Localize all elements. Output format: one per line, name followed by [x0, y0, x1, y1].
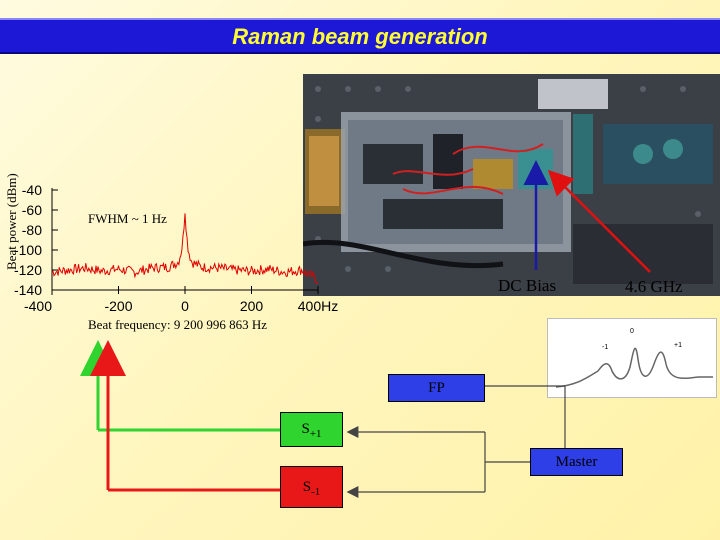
master-box: Master: [530, 448, 623, 476]
fp-peak-label-plus: +1: [674, 342, 682, 349]
x-tick-label: 200: [240, 298, 264, 314]
y-tick-label: -100: [14, 242, 42, 258]
x-tick-label: 0: [181, 298, 189, 314]
dc-bias-label: DC Bias: [498, 276, 557, 295]
fp-transmission-plot: 0 -1 +1: [547, 318, 717, 398]
title-bar: Raman beam generation: [0, 18, 720, 54]
y-tick-label: -60: [22, 202, 42, 218]
ghz-label: 4.6 GHz: [625, 277, 683, 296]
y-tick-label: -140: [14, 282, 42, 298]
fwhm-annotation: FWHM ~ 1 Hz: [88, 211, 167, 226]
s-plus-box: S+1: [280, 412, 343, 447]
y-tick-label: -120: [14, 262, 42, 278]
fp-transmission-curve: 0 -1 +1: [555, 328, 713, 388]
y-axis-label: Beat power (dBm): [4, 173, 19, 270]
y-tick-label: -80: [22, 222, 42, 238]
series: [51, 213, 319, 284]
page-title: Raman beam generation: [232, 24, 488, 49]
x-axis: -400 -200 0 200 400Hz: [24, 286, 338, 314]
x-tick-label: -200: [104, 298, 132, 314]
s-minus-label: S: [302, 479, 312, 495]
x-tick-label: -400: [24, 298, 52, 314]
y-tick-label: -40: [22, 182, 42, 198]
fp-box: FP: [388, 374, 485, 402]
s-minus-box: S-1: [280, 466, 343, 508]
s-minus-subscript: -1: [311, 486, 321, 498]
x-tick-label: 400Hz: [298, 298, 338, 314]
beat-spectrum-chart: Beat power (dBm) -40 -60 -80 -100 -120 -140 -…: [4, 173, 338, 332]
master-label: Master: [555, 454, 598, 470]
fp-box-label: FP: [428, 380, 445, 396]
fp-peak-label-minus: -1: [602, 344, 608, 351]
series-line: [51, 213, 319, 284]
y-axis: -40 -60 -80 -100 -120 -140: [14, 182, 58, 298]
x-axis-label: Beat frequency: 9 200 996 863 Hz: [88, 317, 267, 332]
apparatus-photo: [303, 74, 720, 296]
apparatus-photo-drawing: [303, 74, 720, 296]
ghz-arrow: [547, 169, 651, 273]
s-plus-label: S: [301, 421, 310, 437]
s-plus-subscript: +1: [309, 428, 322, 440]
fp-peak-label-center: 0: [630, 328, 634, 335]
